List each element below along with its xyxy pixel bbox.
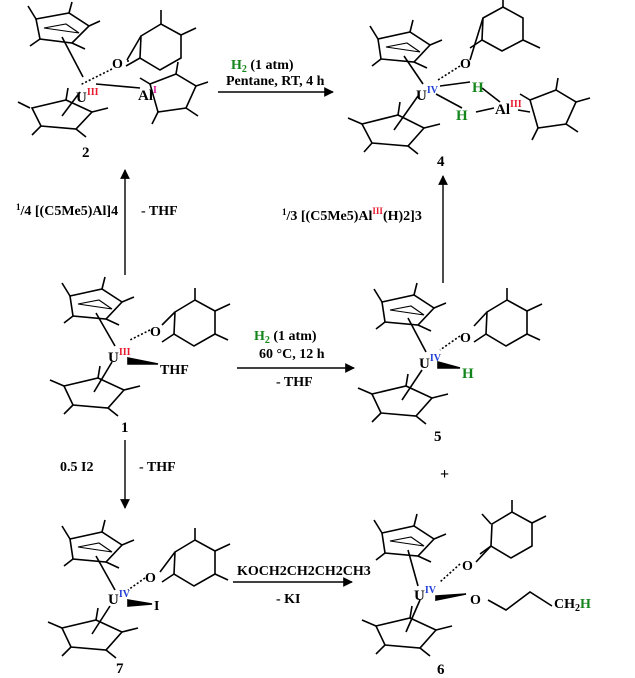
byproduct-label: - THF (276, 375, 313, 390)
byproduct-label: - THF (139, 460, 176, 475)
hydride-atom: H (462, 366, 474, 382)
reagent-label: KOCH2CH2CH2CH3 (237, 564, 371, 579)
compound-5 (357, 282, 543, 425)
uranium-atom: UIII (76, 87, 99, 106)
hydride-lower: H (456, 108, 468, 124)
h2-symbol: H (231, 58, 242, 73)
compound-number-2: 2 (82, 145, 90, 161)
compound-number-7: 7 (116, 661, 124, 677)
reagent-label: [(C5Me5)Al]4 (31, 204, 118, 219)
uranium-atom: UIV (419, 353, 442, 372)
compound-number-5: 5 (434, 429, 442, 445)
oxidation-state: I (153, 85, 157, 96)
compound-6 (361, 500, 553, 657)
arrows (120, 87, 448, 587)
plus-sign: + (440, 466, 449, 483)
oxidation-state: IV (430, 353, 442, 364)
compound-number-1: 1 (121, 420, 129, 436)
compound-4 (347, 0, 591, 155)
svg-text:1/3 [(C5Me5)AlIII(H)2]3: 1/3 [(C5Me5)AlIII(H)2]3 (282, 206, 422, 224)
oxygen-atom: O (145, 571, 156, 586)
byproduct-label: - KI (276, 592, 301, 607)
aluminum-atom: AlI (138, 85, 157, 104)
svg-text:1/4 [(C5Me5)Al]4: 1/4 [(C5Me5)Al]4 (16, 202, 118, 219)
oxygen-atom: O (460, 331, 471, 346)
uranium-atom: UIV (108, 589, 131, 608)
oxidation-state: III (510, 99, 522, 110)
svg-text:H2 (1 atm): H2 (1 atm) (254, 329, 317, 346)
thf-ligand: THF (160, 363, 189, 378)
oxidation-state: IV (425, 585, 437, 596)
ch2h-group: CH2H (554, 597, 591, 614)
oxidation-state: III (119, 347, 131, 358)
conditions-2-to-4: H2 (1 atm) Pentane, RT, 4 h (226, 58, 325, 89)
oxygen-atom: O (112, 57, 123, 72)
compound-number-6: 6 (437, 662, 445, 678)
oxidation-state: IV (119, 589, 131, 600)
conditions-5-to-4: 1/3 [(C5Me5)AlIII(H)2]3 (282, 206, 422, 224)
svg-text:H2 (1 atm): H2 (1 atm) (231, 58, 294, 75)
compound-number-4: 4 (437, 154, 445, 170)
aluminum-atom: AlIII (495, 99, 522, 118)
compound-1 (49, 276, 231, 417)
oxygen-atom: O (150, 325, 161, 340)
oxidation-state: IV (427, 85, 439, 96)
reagent-label: 0.5 I2 (60, 460, 93, 475)
iodide-atom: I (154, 599, 159, 614)
uranium-atom: UIV (416, 85, 439, 104)
conditions-1-to-2: 1/4 [(C5Me5)Al]4 - THF (16, 202, 178, 219)
compound-7 (47, 519, 231, 659)
h2-symbol: H (254, 329, 265, 344)
conditions-1-to-7: 0.5 I2 - THF (60, 460, 176, 475)
oxidation-state: III (87, 87, 99, 98)
conditions-1-to-5: H2 (1 atm) 60 °C, 12 h - THF (254, 329, 325, 390)
uranium-atom: UIV (414, 585, 437, 604)
hydride-upper: H (472, 80, 484, 96)
uranium-atom: UIII (108, 347, 131, 366)
oxygen-atom: O (470, 593, 481, 608)
compound-2 (17, 1, 209, 138)
oxygen-atom: O (460, 57, 471, 72)
byproduct-label: - THF (141, 204, 178, 219)
oxygen-atom: O (462, 559, 473, 574)
conditions-line: 60 °C, 12 h (259, 347, 325, 362)
conditions-line: Pentane, RT, 4 h (226, 74, 325, 89)
conditions-7-to-6: KOCH2CH2CH2CH3 - KI (237, 564, 371, 607)
